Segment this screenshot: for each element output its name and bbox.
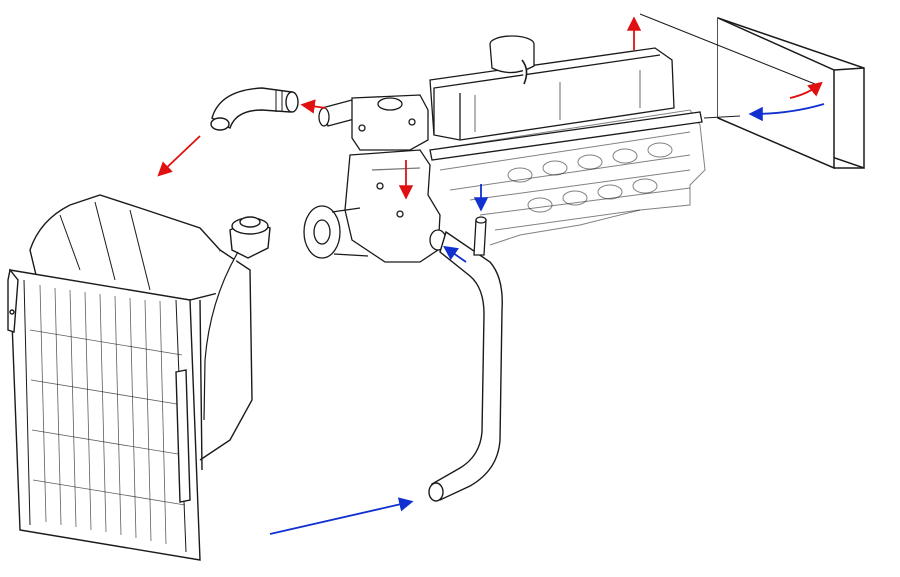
- flow-top-hose-to-radiator: [157, 135, 201, 177]
- heater-pipes: [639, 13, 821, 119]
- radiator: [7, 194, 271, 561]
- cool-flow-arrows: [269, 103, 825, 535]
- flow-heater-return: [748, 103, 825, 122]
- top-hose: [210, 87, 299, 131]
- flow-radiator-to-bottom-hose: [269, 497, 414, 535]
- flow-thermostat-to-top-hose: [300, 99, 327, 114]
- flow-heater-internal: [789, 81, 823, 99]
- heater-core: [717, 16, 865, 170]
- bottom-hose: [428, 230, 503, 502]
- thermostat-housing: [318, 94, 429, 151]
- heater-return-pipe: [473, 216, 487, 256]
- water-pump: [303, 149, 447, 263]
- engine-block: [429, 109, 706, 246]
- flow-bottom-hose-to-pump: [443, 245, 467, 263]
- hot-flow-arrows: [157, 16, 823, 200]
- cylinder-head: [429, 35, 703, 161]
